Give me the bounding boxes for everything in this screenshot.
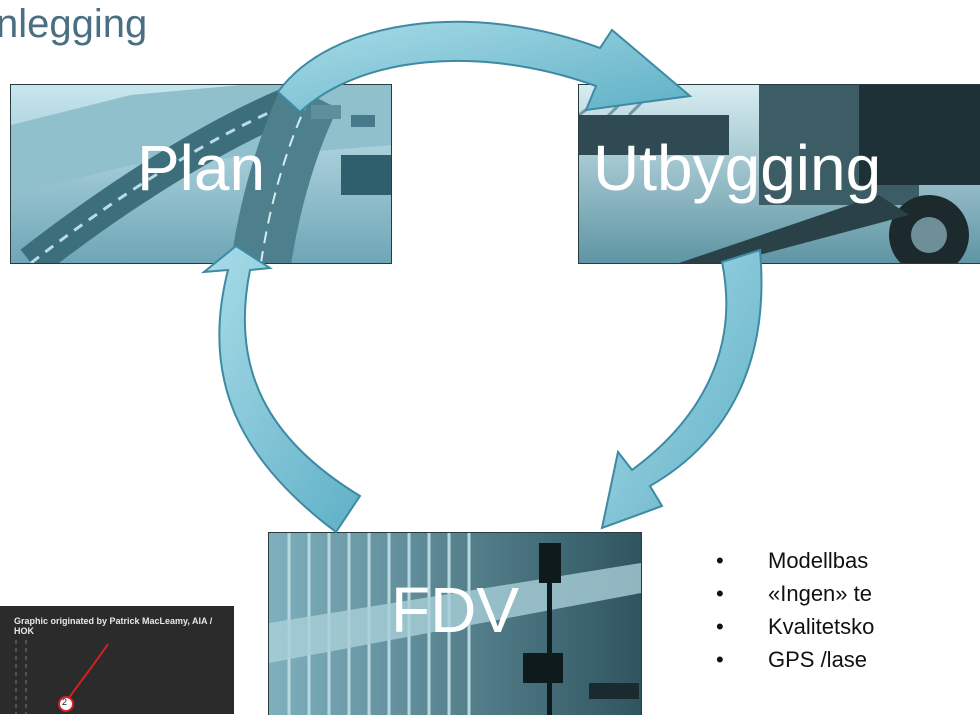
- inset-marker-label: 2: [62, 697, 68, 707]
- construction-machine-image: [579, 85, 980, 263]
- bullet-item: Modellbas: [712, 548, 874, 581]
- bullet-item: «Ingen» te: [712, 581, 874, 614]
- fdv-image-panel: FDV: [268, 532, 642, 715]
- bridge-structure-image: [269, 533, 641, 715]
- arrow-utbygging-to-fdv: [600, 248, 763, 530]
- utbygging-label: Utbygging: [593, 132, 882, 204]
- utbygging-image-panel: Utbygging: [578, 84, 980, 264]
- plan-image-panel: Plan: [10, 84, 392, 264]
- inset-caption: Graphic originated by Patrick MacLeamy, …: [14, 616, 213, 636]
- fdv-label: FDV: [391, 574, 519, 646]
- plan-label: Plan: [136, 132, 266, 204]
- bullet-item: Kvalitetsko: [712, 614, 874, 647]
- macleamy-curve-inset: Graphic originated by Patrick MacLeamy, …: [0, 606, 234, 714]
- inset-curve: [15, 640, 109, 714]
- arrow-fdv-to-plan: [200, 244, 362, 534]
- arrow-plan-to-utbygging: [276, 20, 693, 114]
- bullet-item: GPS /lase: [712, 647, 874, 680]
- slide-title: nlegging: [0, 2, 148, 46]
- bullet-list: Modellbas «Ingen» te Kvalitetsko GPS /la…: [712, 548, 874, 680]
- plan-road-image: [11, 85, 391, 263]
